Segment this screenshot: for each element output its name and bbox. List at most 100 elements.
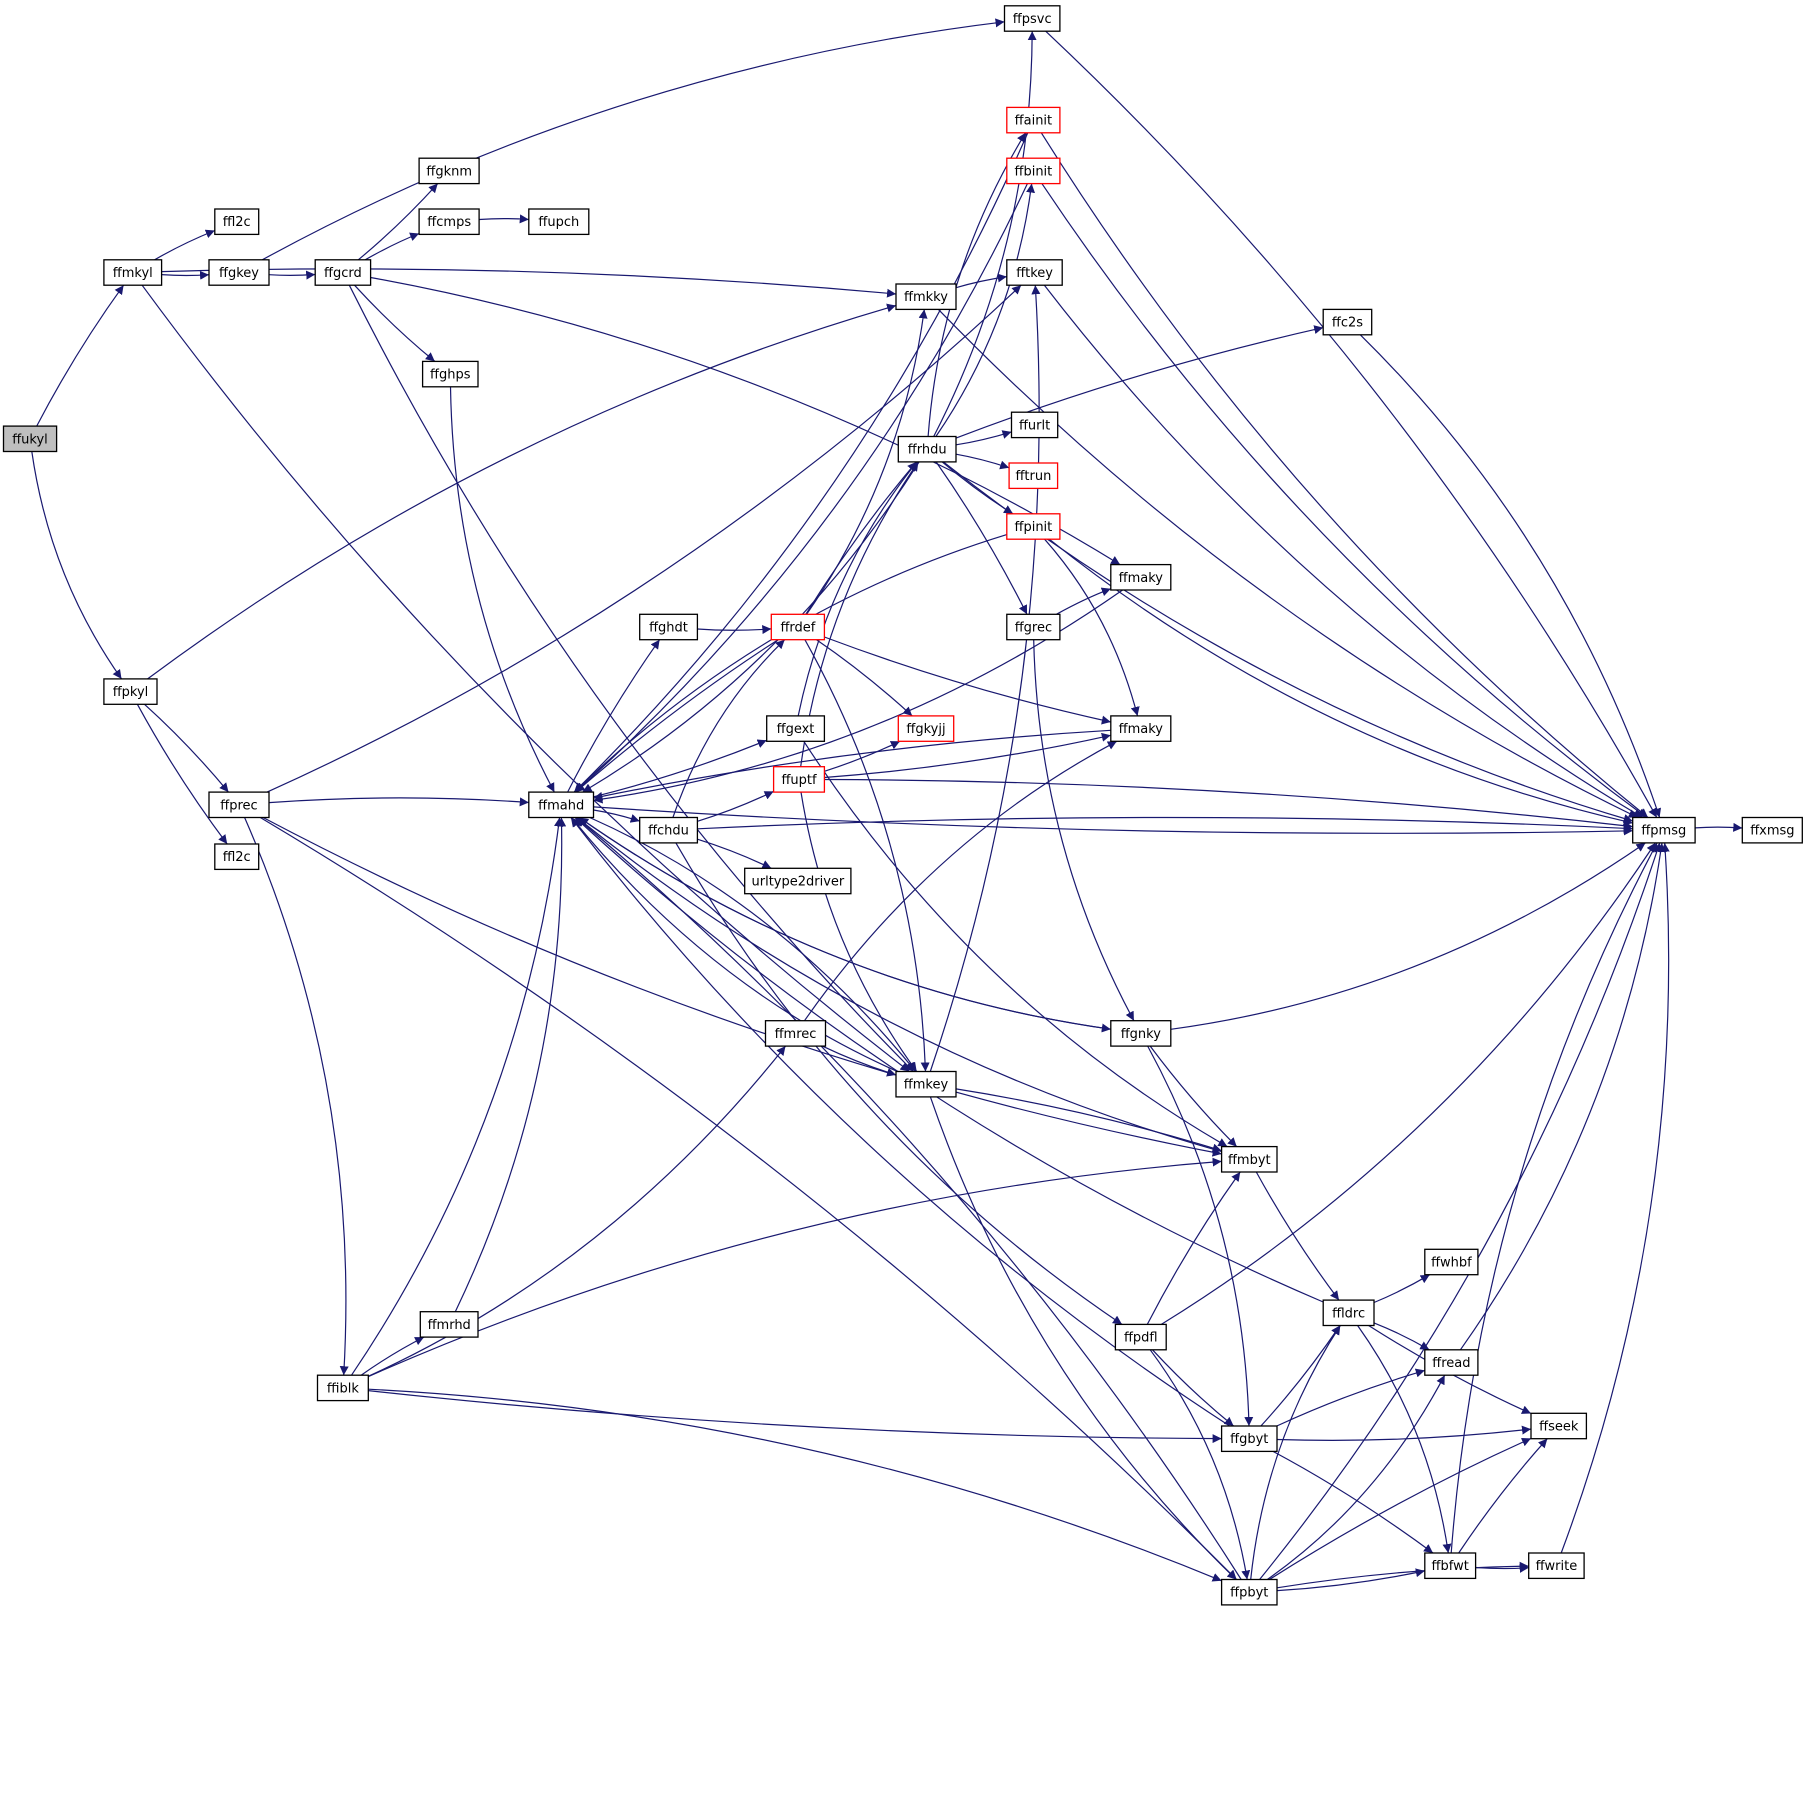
node-box [766, 715, 826, 742]
node-ffldrc[interactable]: ffldrc [1322, 1299, 1375, 1327]
node-label: ffgrec [1015, 621, 1052, 636]
node-ffpmsg[interactable]: ffpmsg [1632, 816, 1696, 844]
node-ffgext[interactable]: ffgext [766, 715, 826, 742]
edge-ffrhdu-to-ffpsvc [933, 31, 1037, 437]
node-ffghdt[interactable]: ffghdt [639, 613, 699, 641]
node-label: ffghdt [649, 621, 688, 636]
node-ffghps[interactable]: ffghps [421, 360, 479, 388]
node-box [895, 283, 957, 311]
node-ffprec[interactable]: ffprec [208, 791, 270, 819]
edge-ffpinit-to-ffpmsg [1048, 538, 1633, 826]
node-ffpinit[interactable]: ffpinit [1006, 513, 1061, 540]
edge-ffmrhd-to-ffmahd [454, 817, 567, 1312]
node-ffwhbf[interactable]: ffwhbf [1424, 1248, 1479, 1276]
node-ffiblk[interactable]: ffiblk [316, 1374, 369, 1402]
node-label: ffmbyt [1228, 1153, 1271, 1168]
node-label: ffmkky [904, 290, 948, 305]
node-label: ffgext [777, 722, 815, 737]
edge-ffmahd-to-ffgext [593, 739, 767, 798]
node-ffl2c_b[interactable]: ffl2c [214, 843, 260, 871]
node-label: ffseek [1539, 1420, 1579, 1435]
node-label: ffurlt [1019, 418, 1050, 433]
node-ffgrec[interactable]: ffgrec [1006, 613, 1061, 641]
node-ffl2c_a[interactable]: ffl2c [214, 208, 260, 236]
node-ffrhdu[interactable]: ffrhdu [897, 435, 957, 463]
node-label: ffcmps [427, 215, 471, 230]
node-ffgkey[interactable]: ffgkey [208, 259, 270, 286]
edge-ffldrc-to-ffbfwt [1357, 1325, 1452, 1554]
node-ffrdef[interactable]: ffrdef [770, 613, 826, 641]
node-ffread[interactable]: ffread [1424, 1349, 1479, 1376]
node-box [2, 425, 58, 453]
node-ffpkyl[interactable]: ffpkyl [103, 678, 158, 705]
node-box [528, 791, 595, 819]
edge-ffchdu-to-ffpmsg [697, 816, 1633, 833]
node-box [1528, 1552, 1585, 1580]
node-ffmbyt[interactable]: ffmbyt [1220, 1145, 1278, 1173]
edge-ffukyl-to-ffpkyl [31, 451, 122, 680]
edge-ffpdfl-to-ffmbyt [1146, 1171, 1241, 1325]
node-box [770, 613, 826, 641]
edge-ffchdu-to-ffpdfl [675, 842, 1123, 1325]
node-ffcmps[interactable]: ffcmps [418, 208, 480, 236]
node-ffgbyt[interactable]: ffgbyt [1220, 1425, 1278, 1453]
node-box [1322, 308, 1373, 336]
node-ffseek[interactable]: ffseek [1530, 1412, 1588, 1440]
node-ffukyl[interactable]: ffukyl [2, 425, 58, 453]
node-ffc2s[interactable]: ffc2s [1322, 308, 1373, 336]
node-ffpsvc[interactable]: ffpsvc [1003, 5, 1061, 32]
node-ffpdfl[interactable]: ffpdfl [1114, 1323, 1167, 1351]
node-ffmrhd[interactable]: ffmrhd [419, 1311, 479, 1338]
node-box [103, 259, 163, 286]
node-box [214, 843, 260, 871]
node-ffainit[interactable]: ffainit [1006, 106, 1061, 134]
edge-ffgext-to-ffrhdu [797, 461, 918, 717]
edge-ffwrite-to-ffpmsg [1560, 842, 1670, 1554]
edge-ffldrc-to-ffread [1373, 1322, 1430, 1351]
node-ffmkey[interactable]: ffmkey [895, 1070, 957, 1098]
edge-ffbfwt-to-ffwrite [1475, 1563, 1529, 1573]
node-ffchdu[interactable]: ffchdu [639, 816, 699, 844]
node-ffmkky[interactable]: ffmkky [895, 283, 957, 311]
node-box [208, 791, 270, 819]
node-ffmkyl[interactable]: ffmkyl [103, 259, 163, 286]
edge-ffiblk-to-ffmbyt [368, 1157, 1222, 1378]
node-ffupch[interactable]: ffupch [528, 208, 590, 236]
node-ffuptf[interactable]: ffuptf [772, 766, 826, 793]
edge-ffmkky-to-fftkey [955, 273, 1007, 289]
node-box [1424, 1552, 1477, 1580]
edge-ffcmps-to-ffupch [479, 214, 529, 224]
node-ffbfwt[interactable]: ffbfwt [1424, 1552, 1477, 1580]
edge-ffiblk-to-ffmahd [351, 817, 563, 1376]
node-ffgkyjj[interactable]: ffgkyjj [897, 715, 955, 742]
node-ffmahd[interactable]: ffmahd [528, 791, 595, 819]
node-fftrun[interactable]: fftrun [1008, 462, 1059, 490]
edge-layer [31, 18, 1743, 1592]
node-ffgknm[interactable]: ffgknm [418, 157, 480, 185]
node-box [1006, 259, 1063, 286]
node-box [419, 1311, 479, 1338]
node-ffurlt[interactable]: ffurlt [1010, 411, 1059, 439]
node-label: ffiblk [327, 1381, 359, 1396]
node-ffxmsg[interactable]: ffxmsg [1741, 816, 1803, 844]
node-box [1530, 1412, 1588, 1440]
node-ffmaky_1[interactable]: ffmaky [1110, 563, 1172, 591]
edge-ffainit-to-ffmahd [573, 132, 1029, 793]
node-ffpbyt[interactable]: ffpbyt [1220, 1578, 1278, 1606]
node-urltype2driver[interactable]: urltype2driver [744, 867, 852, 895]
node-ffmrec[interactable]: ffmrec [764, 1020, 827, 1047]
edge-ffgbyt-to-ffbfwt [1272, 1450, 1434, 1554]
edge-ffprec-to-ffiblk [244, 817, 349, 1376]
edge-ffchdu-to-ffrdef [672, 639, 786, 818]
edge-ffpbyt-to-ffmahd [575, 817, 1242, 1580]
node-fftkey[interactable]: fftkey [1006, 259, 1063, 286]
edge-ffpkyl-to-ffl2c_b [136, 704, 228, 845]
node-ffmaky_2[interactable]: ffmaky [1110, 715, 1172, 742]
node-ffwrite[interactable]: ffwrite [1528, 1552, 1585, 1580]
edge-ffbfwt-to-ffpmsg [1450, 842, 1658, 1554]
node-ffgnky[interactable]: ffgnky [1110, 1020, 1172, 1047]
node-ffbinit[interactable]: ffbinit [1006, 157, 1061, 185]
node-label: ffpsvc [1013, 12, 1052, 27]
node-box [418, 208, 480, 236]
node-ffgcrd[interactable]: ffgcrd [314, 259, 372, 286]
